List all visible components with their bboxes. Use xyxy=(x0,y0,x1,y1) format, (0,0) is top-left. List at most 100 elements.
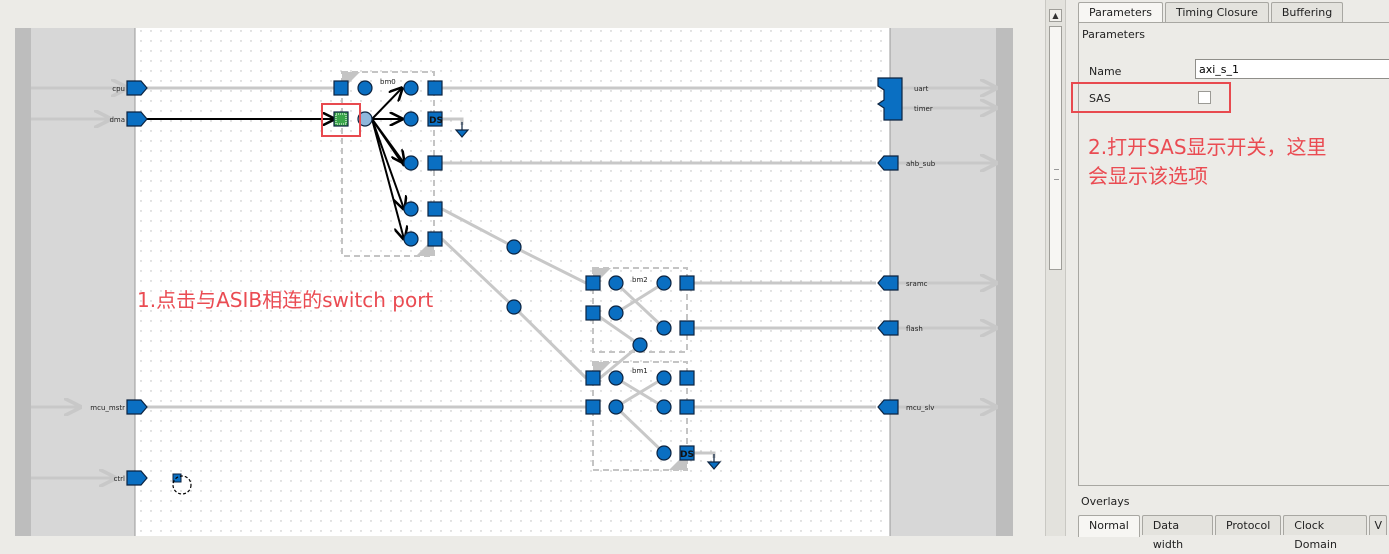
left-port-0[interactable] xyxy=(126,80,148,96)
bm2-in-node-1[interactable] xyxy=(608,305,624,321)
properties-panel: Parameters Timing Closure Buffering Para… xyxy=(1071,0,1389,551)
bm0-in-node-0[interactable] xyxy=(357,80,373,96)
tab-buffering[interactable]: Buffering xyxy=(1270,2,1344,22)
bm0-out-port-4[interactable] xyxy=(427,231,443,247)
step2-annotation: 2.打开SAS显示开关，这里 会显示该选项 xyxy=(1088,133,1327,191)
bm0-in-port-0[interactable] xyxy=(333,80,349,96)
grip-icon xyxy=(1054,169,1059,180)
switch-bm1-box[interactable] xyxy=(592,361,688,471)
overlay-tabs: Normal Data width Protocol Clock Domain … xyxy=(1078,515,1389,551)
ds-label-1: DS xyxy=(680,450,694,460)
tab-timing-closure[interactable]: Timing Closure xyxy=(1164,2,1269,22)
bm0-out-port-1[interactable] xyxy=(427,111,443,127)
right-port-uart-timer[interactable] xyxy=(876,77,903,121)
step1-annotation: 1.点击与ASIB相连的switch port xyxy=(137,288,434,312)
right-port-label-5: mcu_slv xyxy=(906,404,934,412)
right-port-4[interactable] xyxy=(877,320,899,336)
step2-line2: 会显示该选项 xyxy=(1088,164,1208,188)
bm2-label: bm2 xyxy=(632,276,648,284)
right-port-label-0: uart xyxy=(914,85,929,93)
sas-label: SAS xyxy=(1089,92,1111,105)
right-port-2[interactable] xyxy=(877,155,899,171)
wire-bm1-cross2 xyxy=(615,376,665,409)
bm1-out-node-1[interactable] xyxy=(656,399,672,415)
tab-protocol[interactable]: Protocol xyxy=(1214,515,1282,535)
bm0-out-port-3[interactable] xyxy=(427,201,443,217)
bm0-out-port-0[interactable] xyxy=(427,80,443,96)
bm1-out-node-0[interactable] xyxy=(656,370,672,386)
bm1-out-port-2[interactable] xyxy=(679,445,695,461)
scroll-up-icon[interactable]: ▲ xyxy=(1049,9,1062,22)
bm1-in-port-0[interactable] xyxy=(585,370,601,386)
wire-active-5 xyxy=(371,118,404,239)
bm0-out-port-2[interactable] xyxy=(427,155,443,171)
link-node-1[interactable] xyxy=(506,299,522,315)
bm0-label: bm0 xyxy=(380,78,396,86)
bm0-in-port-1-selected[interactable] xyxy=(333,111,349,127)
bm2-bm1-link-node[interactable] xyxy=(632,337,648,353)
bm1-in-node-0[interactable] xyxy=(608,370,624,386)
tab-clock-domain[interactable]: Clock Domain xyxy=(1283,515,1368,551)
interconnect-diagram[interactable]: cpudmamcu_mstrctrlahb_subsramcflashmcu_s… xyxy=(0,0,1045,536)
left-port-1[interactable] xyxy=(126,111,148,127)
right-port-5[interactable] xyxy=(877,399,899,415)
bm1-out-node-2[interactable] xyxy=(656,445,672,461)
bm0-out-node-4[interactable] xyxy=(403,231,419,247)
name-label: Name xyxy=(1089,65,1122,78)
bm2-in-port-0[interactable] xyxy=(585,275,601,291)
wire-bm2-cross1 xyxy=(614,281,666,330)
bm2-in-port-1[interactable] xyxy=(585,305,601,321)
tab-normal[interactable]: Normal xyxy=(1078,515,1140,537)
bm2-out-node-1[interactable] xyxy=(656,320,672,336)
bm1-in-port-1[interactable] xyxy=(585,399,601,415)
right-port-label-2: ahb_sub xyxy=(906,160,936,168)
left-port-2[interactable] xyxy=(126,399,148,415)
nodes-layer xyxy=(126,77,903,495)
right-port-label-1: timer xyxy=(914,105,933,113)
bm2-in-node-0[interactable] xyxy=(608,275,624,291)
bm0-out-node-1[interactable] xyxy=(403,111,419,127)
switch-port-highlight xyxy=(321,103,361,137)
vertical-scrollbar[interactable]: ▲ xyxy=(1045,0,1066,536)
wire-active-6 xyxy=(371,118,405,167)
tab-more[interactable]: V xyxy=(1369,515,1387,535)
wire-active-4 xyxy=(371,118,404,209)
ds-label-0: DS xyxy=(429,116,443,126)
left-port-label-1: dma xyxy=(109,116,125,124)
tab-parameters[interactable]: Parameters xyxy=(1078,2,1163,24)
left-port-label-3: ctrl xyxy=(114,475,125,483)
ctrl-stub-circle xyxy=(172,475,192,495)
overlays-title: Overlays xyxy=(1081,495,1130,508)
wire-bm2-cross2 xyxy=(615,281,665,315)
section-title: Parameters xyxy=(1082,28,1145,41)
tab-data-width[interactable]: Data width xyxy=(1141,515,1213,551)
right-port-label-3: sramc xyxy=(906,280,928,288)
left-port-label-0: cpu xyxy=(112,85,125,93)
bm0-out-node-2[interactable] xyxy=(403,155,419,171)
bm2-out-port-1[interactable] xyxy=(679,320,695,336)
right-port-3[interactable] xyxy=(877,275,899,291)
bm2-out-port-0[interactable] xyxy=(679,275,695,291)
wire-bm1-cross3 xyxy=(614,405,666,455)
parameters-pane: Parameters Name axi_s_1 SAS 2.打开SAS显示开关，… xyxy=(1071,22,1389,486)
master-interface-panel xyxy=(31,28,135,536)
bm1-out-port-1[interactable] xyxy=(679,399,695,415)
bm1-out-port-0[interactable] xyxy=(679,370,695,386)
bm1-in-node-1[interactable] xyxy=(608,399,624,415)
bm0-in-node-1-selected[interactable] xyxy=(357,111,373,127)
left-edge-strip xyxy=(15,28,31,536)
right-port-label-4: flash xyxy=(906,325,923,333)
scroll-thumb[interactable] xyxy=(1049,26,1062,270)
name-input[interactable]: axi_s_1 xyxy=(1195,59,1389,79)
sas-highlight xyxy=(1071,82,1231,113)
link-node-0[interactable] xyxy=(506,239,522,255)
left-port-3[interactable] xyxy=(126,470,148,486)
bm0-out-node-3[interactable] xyxy=(403,201,419,217)
sas-checkbox[interactable] xyxy=(1198,91,1211,104)
selected-port-marker xyxy=(335,113,347,125)
ground-icon xyxy=(454,122,470,138)
right-edge-strip xyxy=(996,28,1013,536)
bm2-out-node-0[interactable] xyxy=(656,275,672,291)
bm0-out-node-0[interactable] xyxy=(403,80,419,96)
